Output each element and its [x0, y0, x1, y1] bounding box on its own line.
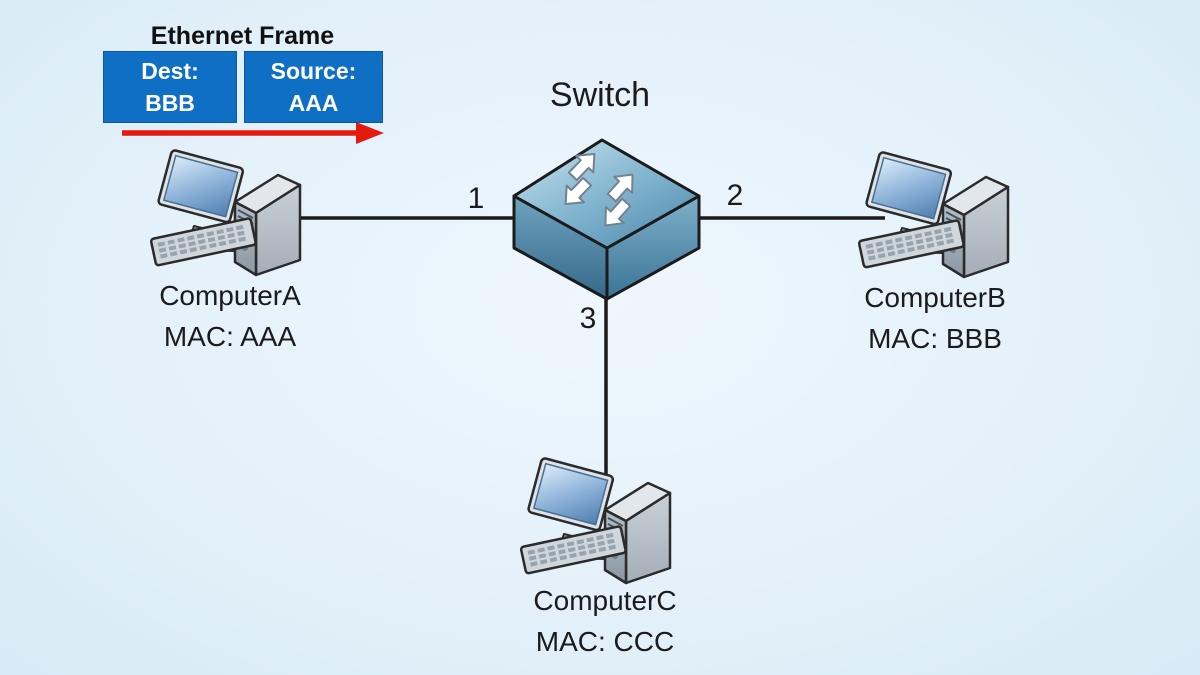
desktop-computer-icon [858, 149, 1010, 279]
computerc-mac: MAC: CCC [535, 626, 675, 657]
ethernet-frame-title: Ethernet Frame [150, 22, 335, 50]
desktop-computer-icon [150, 147, 302, 277]
frame-dest-field: Dest: BBB [103, 51, 237, 123]
computerc-name: ComputerC [533, 585, 677, 616]
computera-mac: MAC: AAA [163, 321, 297, 352]
ethernet-frame-fields: Dest: BBB Source: AAA [103, 51, 383, 123]
frame-direction-arrow-icon [122, 122, 384, 144]
computerb-mac: MAC: BBB [868, 323, 1002, 354]
network-switch-icon [512, 138, 701, 301]
frame-source-value: AAA [288, 89, 339, 116]
frame-dest-value: BBB [145, 89, 195, 116]
frame-source-field: Source: AAA [244, 51, 383, 123]
switch-label: Switch [549, 76, 651, 114]
frame-source-label: Source: [270, 57, 357, 84]
frame-dest-label: Dest: [141, 57, 199, 84]
desktop-computer-icon [520, 455, 672, 585]
port-3-label: 3 [579, 302, 597, 335]
computera-name: ComputerA [159, 280, 301, 311]
computerb-name: ComputerB [864, 282, 1006, 313]
port-2-label: 2 [726, 179, 744, 212]
port-1-label: 1 [467, 182, 485, 215]
